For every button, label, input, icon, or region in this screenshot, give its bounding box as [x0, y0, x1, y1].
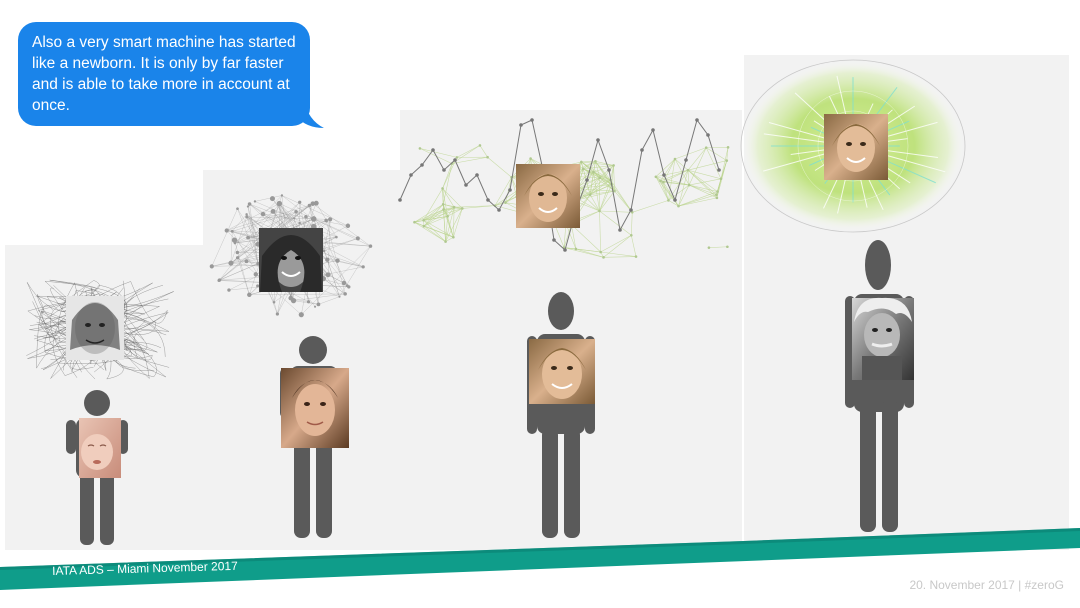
- speech-bubble-text: Also a very smart machine has started li…: [32, 34, 296, 114]
- baby-face-photo: [79, 418, 121, 478]
- genius-figure: [845, 240, 914, 532]
- footer-band-shadow: [0, 528, 1080, 570]
- young-girl-face-photo: [281, 368, 349, 448]
- network-face-photo: [259, 228, 323, 292]
- adult-figure: [527, 292, 595, 538]
- glow-face-photo: [824, 114, 888, 180]
- einstein-face-photo: [852, 297, 914, 380]
- sketch-face-photo: [66, 296, 124, 360]
- speech-bubble: Also a very smart machine has started li…: [18, 22, 310, 126]
- woman-face-photo: [529, 339, 595, 404]
- footer-date-label: 20. November 2017 | #zeroG: [909, 578, 1064, 592]
- mesh-face-photo: [516, 164, 580, 228]
- footer-band: [0, 528, 1080, 590]
